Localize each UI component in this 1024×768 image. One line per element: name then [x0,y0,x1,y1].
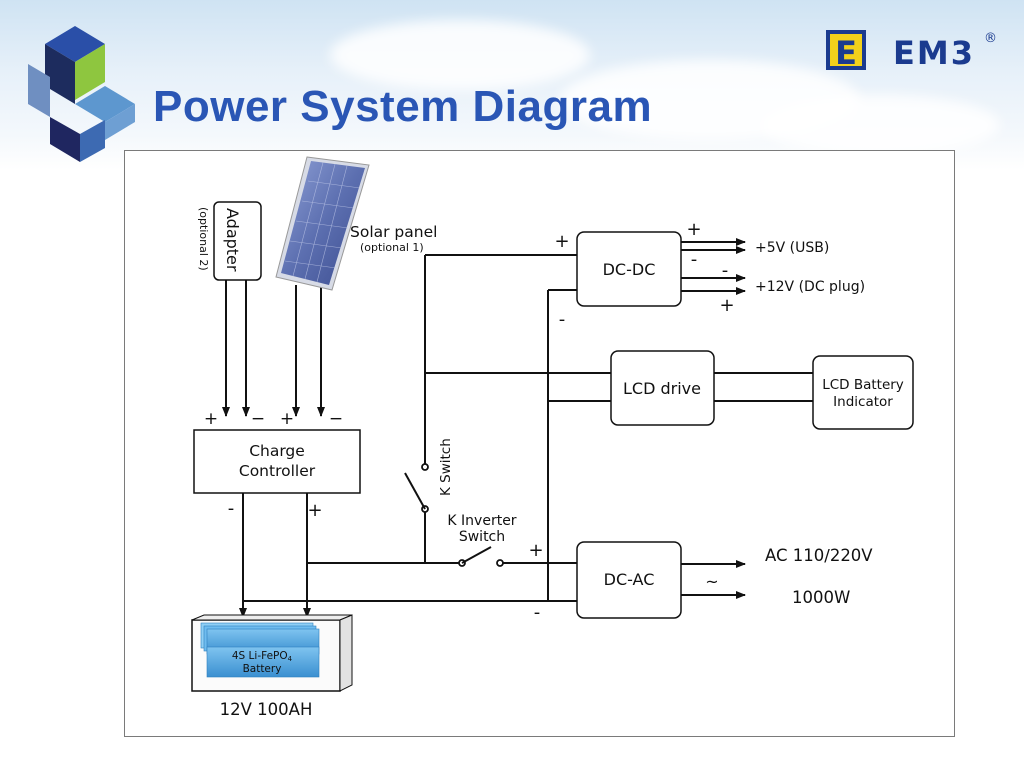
solar-minus-mark: − [329,409,343,429]
dcac-input-minus-mark: - [534,602,541,623]
ac-output-label: AC 110∕220V [765,546,873,565]
ac-power-label: 1000W [792,588,850,607]
lcd-drive-box [610,350,715,426]
svg-text:EM3: EM3 [893,34,975,72]
dcdc-input-minus-mark: - [559,309,566,330]
battery-icon [191,614,353,692]
battery-cell-label: 4S Li-FePO4 [232,650,293,663]
controller-plus-mark: + [307,500,322,521]
dc-plug-output-label: +12V (DC plug) [755,279,865,295]
charge-controller-label-line1: Charge [249,442,305,460]
diagram-frame: Adapter (optional 2) Solar panel (option… [124,150,955,737]
adapter-box [213,201,262,281]
dcac-input-plus-mark: + [528,540,543,561]
adapter-label: Adapter [223,208,242,272]
background-cloud [760,95,1000,155]
solar-panel-note: (optional 1) [360,241,424,254]
k-inverter-switch-label-line2: Switch [459,529,505,545]
battery-capacity-label: 12V 100AH [220,700,313,719]
background-cloud [330,20,590,90]
lcd-drive-label: LCD drive [623,379,701,398]
dcac-label: DC-AC [604,570,655,589]
dc-plug-minus-mark: - [722,260,729,281]
lcd-battery-indicator-label-line2: Indicator [833,394,893,410]
lcd-battery-indicator-box [812,355,914,430]
charge-controller-box [193,429,361,494]
solar-panel-icon [275,156,370,291]
solar-plus-mark: + [280,409,294,429]
k-inverter-switch-label-line1: K Inverter [447,513,516,529]
dcac-inverter-box [576,541,682,619]
usb-plus-mark: + [686,219,701,240]
corner-cube-logo [28,26,135,162]
ac-symbol: ~ [705,572,718,591]
k-inverter-switch [458,546,504,567]
dc-plug-plus-mark: + [719,295,734,316]
adapter-plus-mark: + [204,409,218,429]
adapter-minus-mark: − [251,409,265,429]
battery-cell-label-line2: Battery [243,663,282,675]
slide-title: Power System Diagram [153,82,653,131]
k-switch [404,463,429,513]
usb-output-label: +5V (USB) [755,240,829,256]
adapter-note: (optional 2) [197,207,210,271]
dcdc-converter-box [576,231,682,307]
controller-minus-mark: - [228,498,235,519]
usb-minus-mark: - [691,249,698,270]
brand-logo: E EM3 ® [826,30,997,72]
dcdc-label: DC-DC [603,260,656,279]
svg-text:E: E [835,34,857,72]
solar-panel-label: Solar panel [350,223,437,241]
charge-controller-label-line2: Controller [239,462,316,480]
k-switch-label: K Switch [438,438,454,496]
svg-text:®: ® [984,31,997,46]
lcd-battery-indicator-label-line1: LCD Battery [822,377,904,393]
dcdc-input-plus-mark: + [554,231,569,252]
